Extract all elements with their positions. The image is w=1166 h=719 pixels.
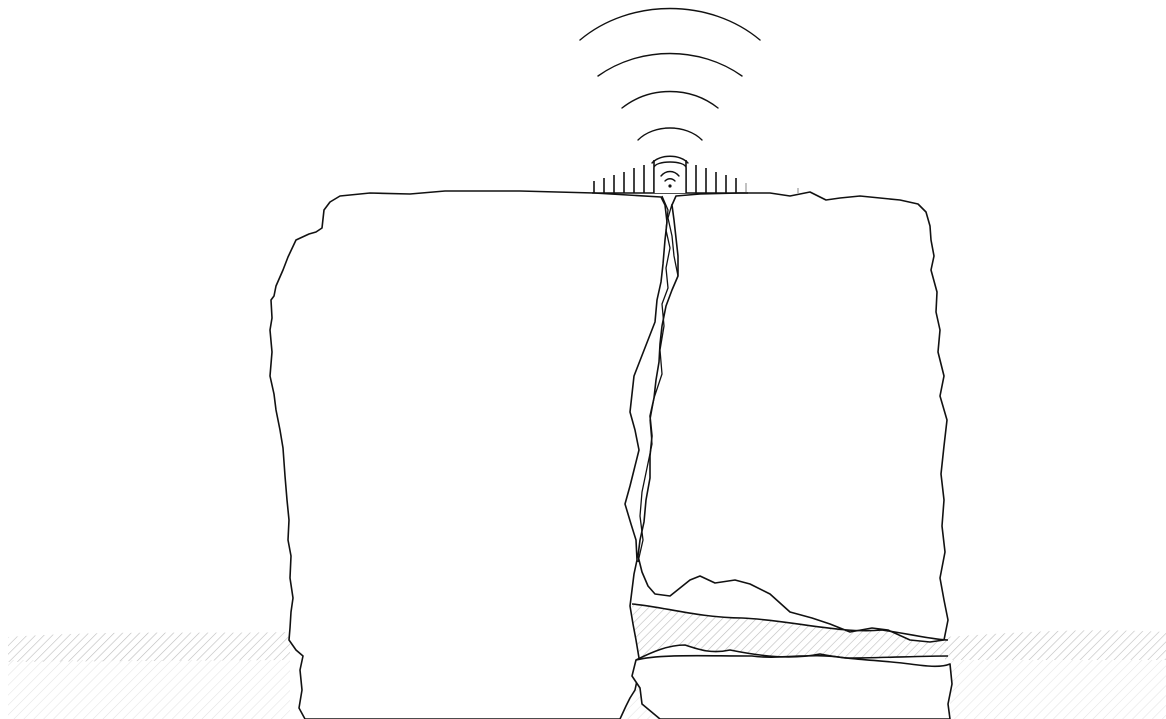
ground-lower-right (950, 660, 1166, 719)
sensor-bars-icon (592, 160, 798, 193)
ground-lower-left (8, 660, 290, 719)
rock-block-right (638, 192, 948, 642)
wifi-icon (654, 162, 686, 193)
ground-band-upper (8, 632, 290, 662)
signal-waves-icon (580, 9, 760, 164)
rock-block-left (270, 191, 667, 719)
ground-band-upper-right (945, 630, 1166, 660)
